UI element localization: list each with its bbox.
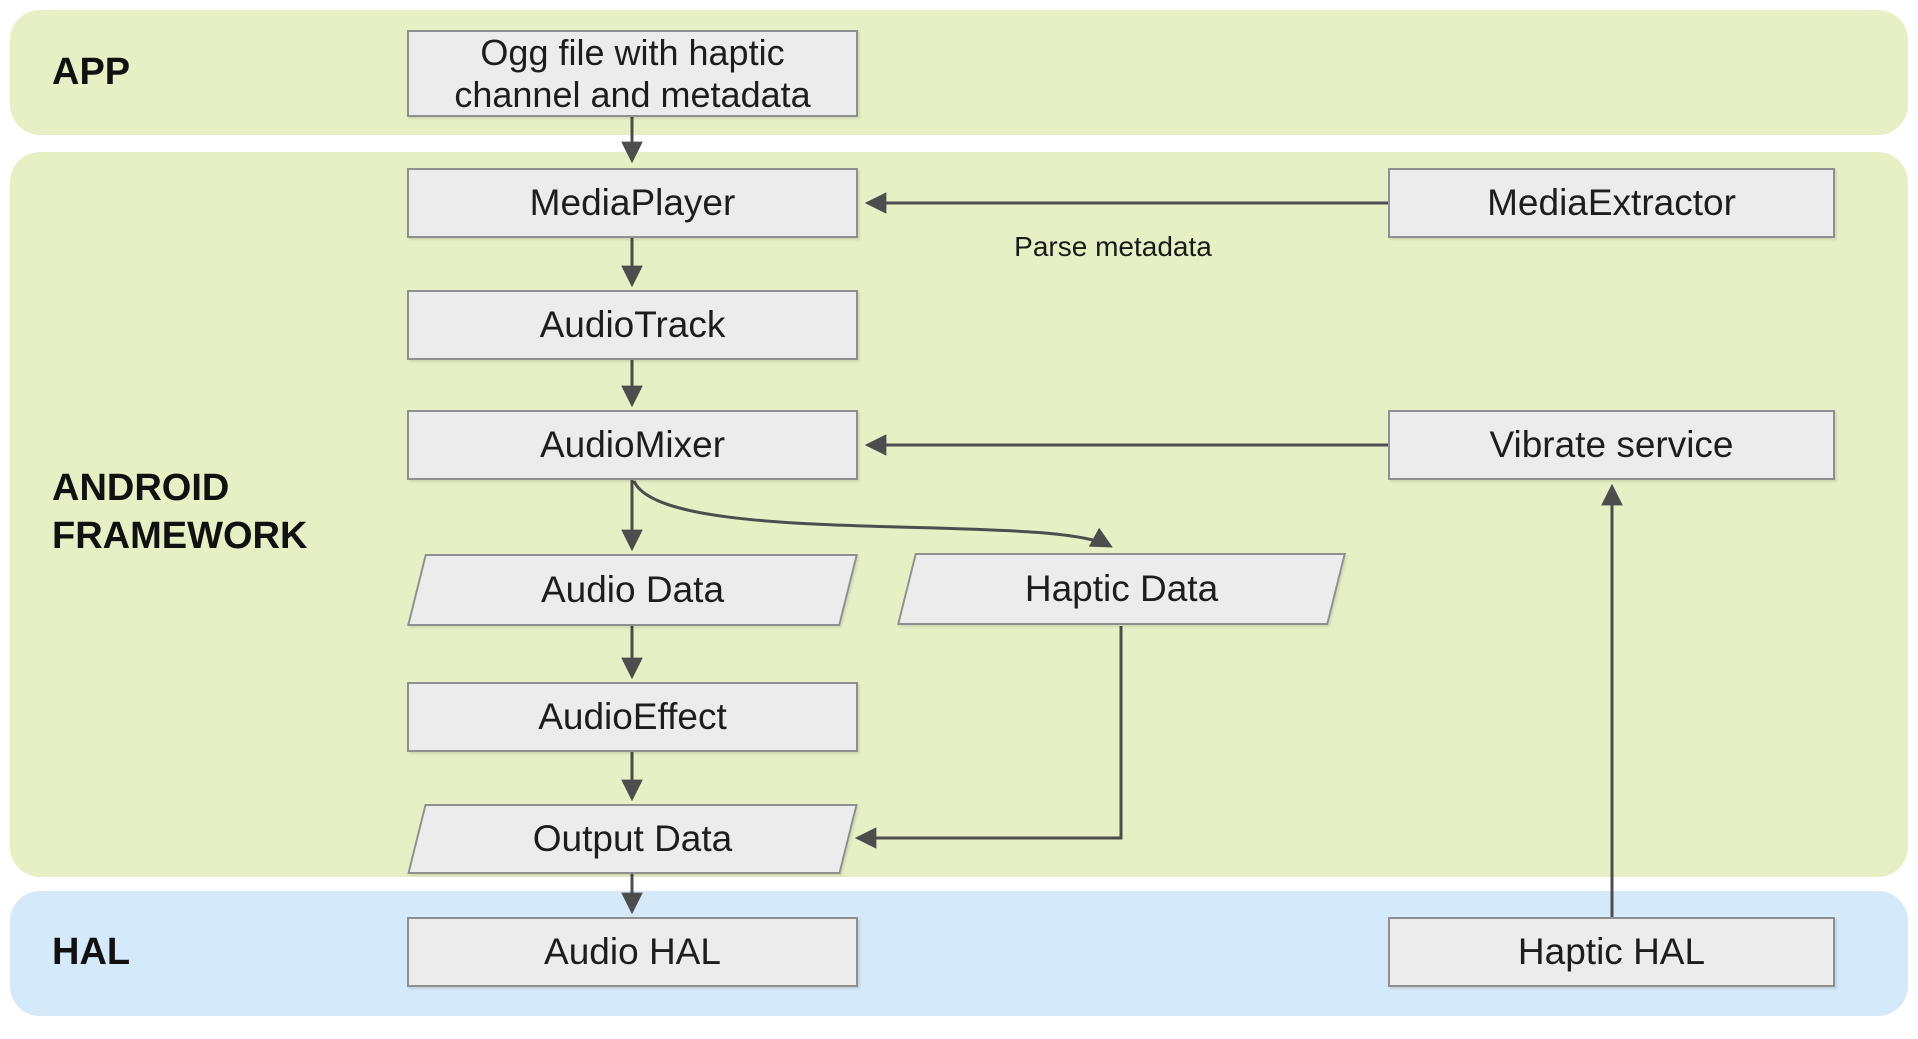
node-media-extractor: MediaExtractor: [1388, 168, 1835, 238]
node-label-audio-track: AudioTrack: [539, 304, 726, 346]
node-ogg-file: Ogg file with haptic channel and metadat…: [407, 30, 858, 117]
node-label-audio-mixer: AudioMixer: [539, 424, 726, 466]
node-audio-effect: AudioEffect: [407, 682, 858, 752]
node-audio-data: Audio Data: [407, 554, 858, 626]
node-label-audio-data: Audio Data: [540, 569, 725, 611]
node-label-vibrate-service: Vibrate service: [1489, 424, 1734, 466]
band-app: [10, 10, 1908, 135]
node-output-data: Output Data: [407, 804, 858, 874]
band-label-hal: HAL: [52, 931, 131, 973]
node-audio-hal: Audio HAL: [407, 917, 858, 987]
node-label-ogg-file: Ogg file with haptic channel and metadat…: [454, 31, 811, 115]
node-label-audio-hal: Audio HAL: [544, 931, 721, 973]
node-label-audio-effect: AudioEffect: [538, 696, 727, 738]
node-audio-track: AudioTrack: [407, 290, 858, 360]
node-label-output-data: Output Data: [532, 818, 733, 860]
band-label-android-framework: ANDROID FRAMEWORK: [52, 467, 308, 557]
node-haptic-data: Haptic Data: [897, 553, 1346, 625]
node-haptic-hal: Haptic HAL: [1388, 917, 1835, 987]
node-label-media-extractor: MediaExtractor: [1487, 182, 1736, 224]
node-vibrate-service: Vibrate service: [1388, 410, 1835, 480]
node-label-haptic-hal: Haptic HAL: [1517, 931, 1706, 973]
node-label-media-player: MediaPlayer: [529, 182, 736, 224]
band-label-app: APP: [52, 51, 131, 93]
node-label-haptic-data: Haptic Data: [1024, 568, 1219, 610]
node-audio-mixer: AudioMixer: [407, 410, 858, 480]
node-media-player: MediaPlayer: [407, 168, 858, 238]
edge-label-parse-metadata: Parse metadata: [1014, 231, 1212, 262]
